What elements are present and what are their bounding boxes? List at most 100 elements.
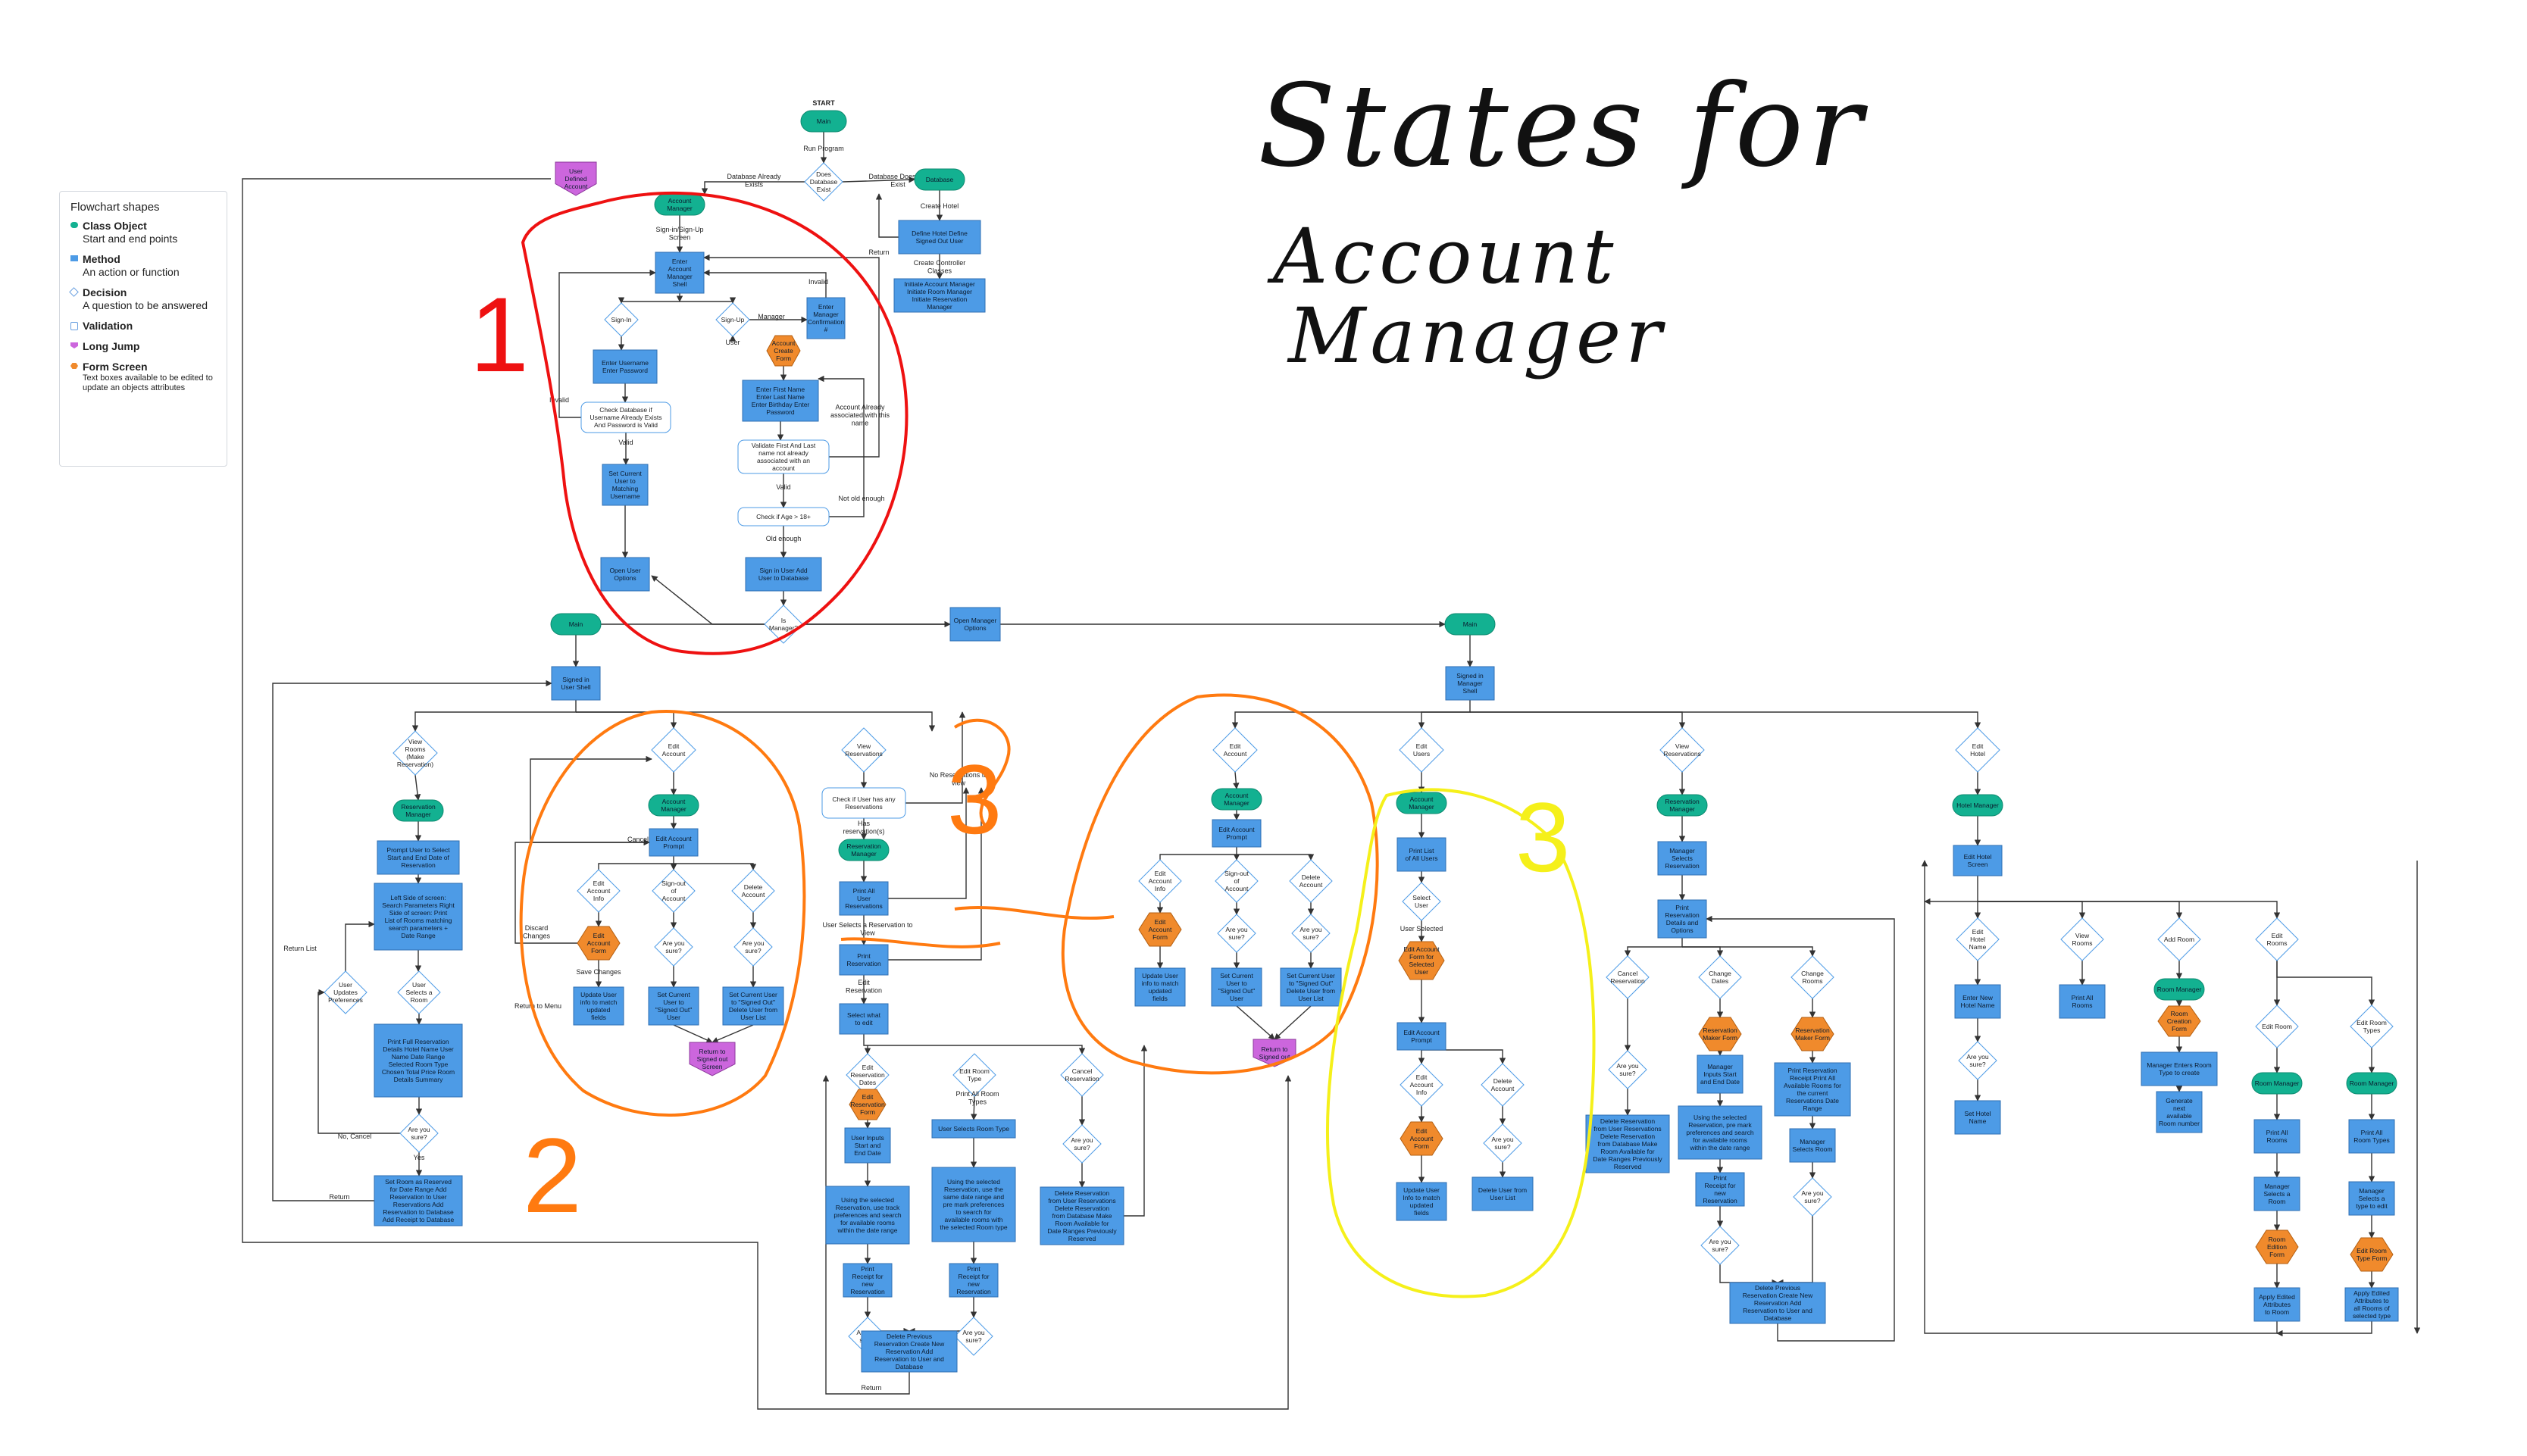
node-retA: Return xyxy=(329,1193,349,1201)
method-shape xyxy=(374,1175,463,1226)
method-shape xyxy=(1445,666,1495,701)
method-shape xyxy=(931,1167,1016,1242)
connector-line xyxy=(1924,876,1978,905)
connector-line xyxy=(1274,1005,1312,1040)
decision-shape xyxy=(604,302,639,337)
decision-shape xyxy=(577,869,621,913)
node-text: User xyxy=(725,339,740,346)
class-shape xyxy=(1656,794,1708,817)
method-shape xyxy=(1211,967,1262,1007)
connector-line xyxy=(242,178,1292,1410)
decision-shape xyxy=(1212,727,1258,773)
node-text: START xyxy=(812,99,835,107)
method-shape xyxy=(655,252,705,294)
node-runprog: Run Program xyxy=(803,145,844,152)
orange-scribble xyxy=(840,718,1115,948)
form-shape xyxy=(2350,1237,2394,1272)
method-shape xyxy=(898,220,981,255)
method-shape xyxy=(844,1127,891,1164)
orange-circle-section-2 xyxy=(519,710,806,1117)
connector-line xyxy=(818,375,865,517)
decision-shape xyxy=(652,869,696,913)
node-text: Edit Room xyxy=(2262,1023,2292,1030)
form-shape xyxy=(2157,1005,2201,1037)
node-text: Save Changes xyxy=(576,968,621,976)
connector-line xyxy=(863,1034,1086,1055)
connector-line xyxy=(1624,938,1683,957)
valid-shape xyxy=(737,439,830,474)
node-valid2: Valid xyxy=(776,483,790,491)
connector-line xyxy=(1719,1264,1778,1286)
decision-shape xyxy=(654,927,693,967)
decision-shape xyxy=(954,1317,993,1356)
decision-shape xyxy=(2255,1005,2299,1048)
node-roommgrH: Room Manager xyxy=(2153,978,2205,1001)
decision-shape xyxy=(2350,1005,2394,1048)
node-leftscreen: Left Side of screen:Search Parameters Ri… xyxy=(374,883,463,951)
connector-line xyxy=(272,680,552,1201)
decision-shape xyxy=(1217,914,1256,953)
title-states-for: States for xyxy=(1258,61,1867,192)
decision-shape xyxy=(392,730,438,776)
node-mainR: Main xyxy=(1444,613,1496,636)
node-text: Yes xyxy=(414,1154,425,1161)
method-shape xyxy=(1954,1100,2001,1135)
connector-line xyxy=(1418,711,1470,729)
node-oldenough: Old enough xyxy=(766,535,802,542)
decision-shape xyxy=(1659,727,1705,773)
method-shape xyxy=(806,297,846,339)
connector-line xyxy=(875,193,899,238)
decision-shape xyxy=(1215,859,1259,903)
node-text: User Selects Room Type xyxy=(938,1125,1009,1133)
legend-long-jump: Long Jump xyxy=(70,340,216,353)
method-shape xyxy=(2253,1287,2300,1322)
method-shape xyxy=(1134,967,1186,1007)
